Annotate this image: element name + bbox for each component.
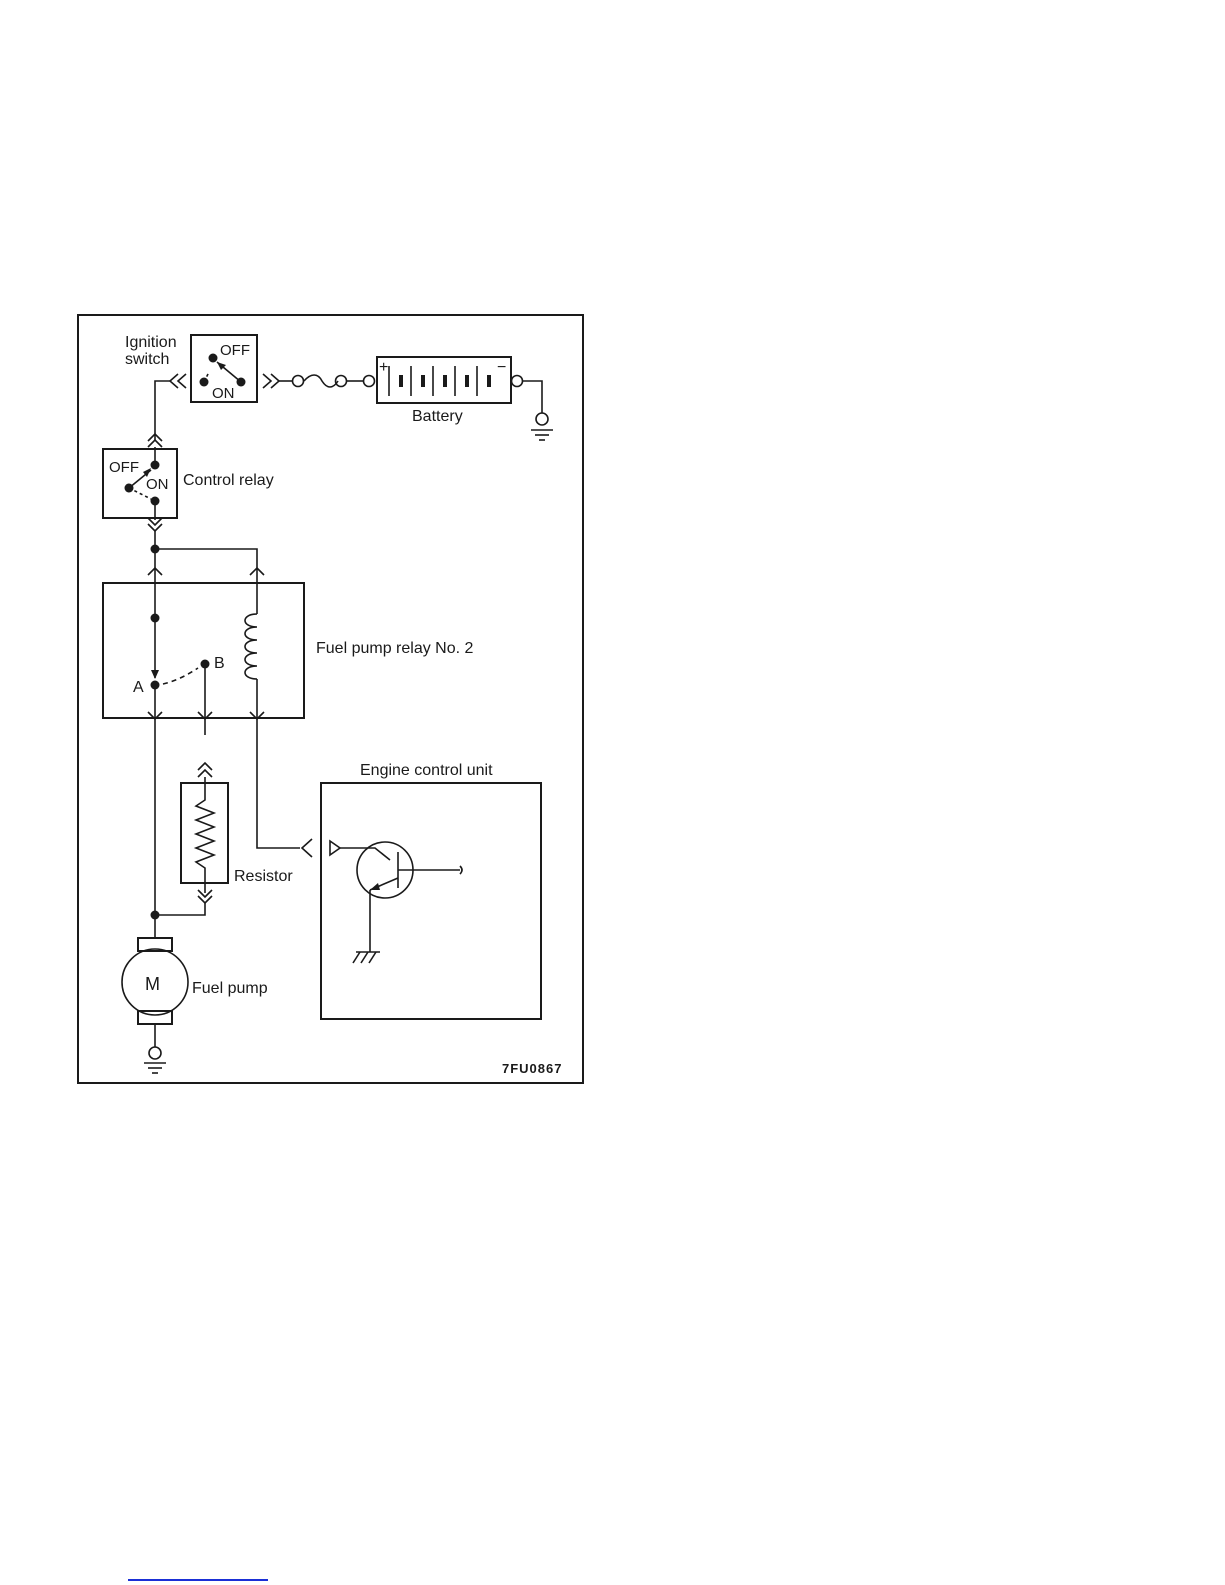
fuel-pump-motor: M bbox=[122, 938, 188, 1024]
ignition-label-line2: switch bbox=[125, 351, 169, 368]
battery: + − Battery bbox=[377, 357, 511, 425]
engine-control-unit bbox=[321, 783, 541, 1019]
battery-label: Battery bbox=[412, 408, 463, 425]
fuse bbox=[293, 375, 347, 387]
control-relay-off-label: OFF bbox=[109, 459, 139, 476]
ignition-on-label: ON bbox=[212, 385, 235, 402]
fuel-pump-relay-no2: A B bbox=[103, 568, 304, 735]
control-relay: OFF ON bbox=[103, 447, 177, 520]
relay-point-a-label: A bbox=[133, 679, 144, 696]
battery-ground-icon bbox=[531, 413, 553, 440]
relay-point-b-label: B bbox=[214, 655, 225, 672]
resistor bbox=[181, 777, 228, 893]
battery-plus-label: + bbox=[379, 359, 388, 376]
relay-coil-icon bbox=[245, 614, 257, 679]
fuel-pump-label: Fuel pump bbox=[192, 980, 268, 997]
figure-frame bbox=[78, 315, 583, 1083]
resistor-label: Resistor bbox=[234, 868, 293, 885]
footer-rule bbox=[128, 1579, 268, 1581]
motor-label: M bbox=[145, 974, 160, 994]
ignition-label-line1: Ignition bbox=[125, 334, 177, 351]
control-relay-label: Control relay bbox=[183, 472, 274, 489]
fuel-pump-relay-label: Fuel pump relay No. 2 bbox=[316, 640, 474, 657]
ignition-switch: OFF ON bbox=[170, 335, 279, 402]
figure-code: 7FU0867 bbox=[502, 1061, 562, 1076]
battery-minus-label: − bbox=[497, 359, 506, 376]
control-relay-on-label: ON bbox=[146, 476, 169, 493]
pump-ground-icon bbox=[144, 1047, 166, 1073]
ignition-off-label: OFF bbox=[220, 342, 250, 359]
ecu-label: Engine control unit bbox=[360, 762, 493, 779]
